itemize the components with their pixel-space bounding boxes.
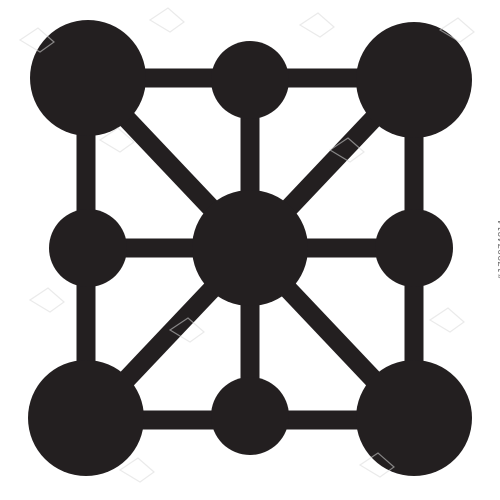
- nodes: [28, 20, 472, 476]
- edge-node-bottom: [211, 377, 289, 455]
- corner-node-top-left: [30, 20, 146, 136]
- corner-node-top-right: [356, 22, 472, 138]
- edge-node-left: [49, 209, 127, 287]
- corner-node-bottom-right: [356, 360, 472, 476]
- edge-node-top: [211, 41, 289, 119]
- edge-node-right: [375, 209, 453, 287]
- center-node: [192, 190, 308, 306]
- corner-node-bottom-left: [28, 360, 144, 476]
